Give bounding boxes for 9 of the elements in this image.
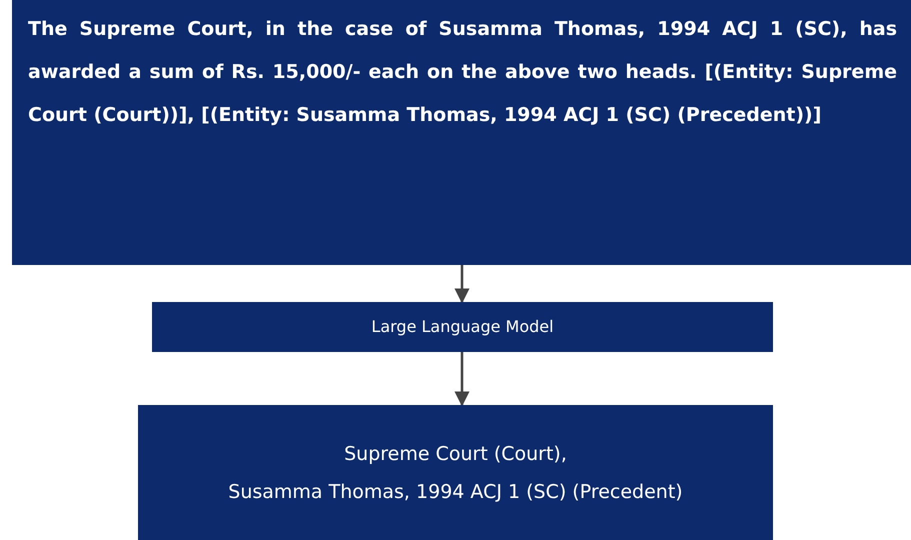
process-box [152,302,773,352]
arrow [454,265,470,304]
box-text: Large Language Model [371,316,554,338]
arrow [454,352,470,406]
process-box [12,0,911,265]
box-text: Susamma Thomas, 1994 ACJ 1 (SC) (Precedent) [228,480,683,504]
box-text: Supreme Court (Court), [344,442,567,466]
process-box [138,405,773,540]
box-text: The Supreme Court, in the case of Susamma Thomas, 1994 ACJ 1 (SC), has awarded a sum of Rs. 15,000/- each on the above two heads. [(Entity: Supreme Court (Court))], [(Entity: Susamma Thomas, 1994 ACJ 1 (SC) (Precedent))] [28,17,897,128]
